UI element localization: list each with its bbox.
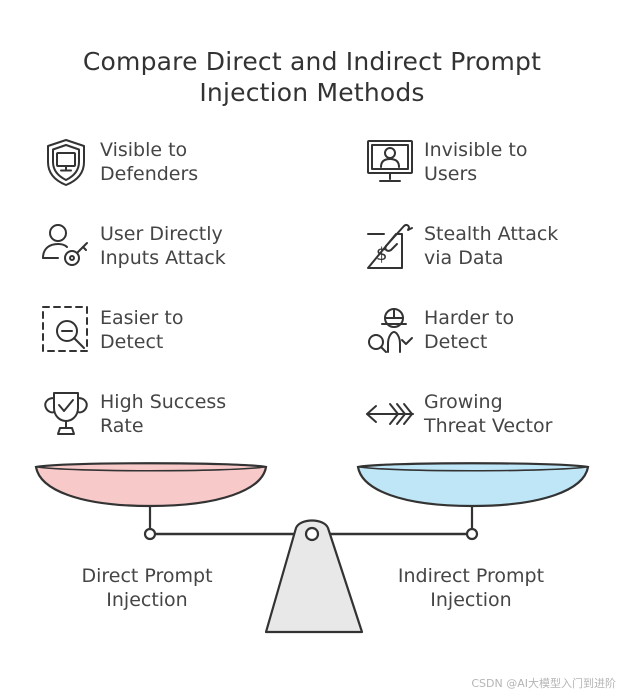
item-label-line: Defenders	[100, 163, 199, 185]
right-pan	[356, 462, 590, 508]
scale-stand	[264, 519, 364, 634]
item-label-line: Rate	[100, 415, 144, 437]
item-label-line: High Success	[100, 391, 227, 413]
pan-label-line: Injection	[106, 589, 188, 611]
detective-search-icon	[368, 308, 413, 353]
item-label-line: Inputs Attack	[100, 247, 226, 269]
item-label-line: Detect	[424, 331, 488, 353]
item-label-line: Invisible to	[424, 139, 528, 161]
pan-label-line: Direct Prompt	[81, 565, 213, 587]
item-label-line: Detect	[100, 331, 164, 353]
user-key-icon	[42, 224, 88, 266]
arrow-icon	[366, 403, 414, 425]
title-line-2: Injection Methods	[199, 78, 425, 107]
item-label-line: User Directly	[100, 223, 223, 245]
trophy-check-icon	[44, 392, 88, 435]
hand-dollar-icon: $	[367, 223, 413, 269]
pan-label-line: Indirect Prompt	[397, 565, 545, 587]
pan-label-line: Injection	[430, 589, 512, 611]
item-label-line: Growing	[424, 391, 503, 413]
left-pan	[34, 462, 268, 508]
item-label-line: Threat Vector	[424, 415, 553, 437]
item-label-line: via Data	[424, 247, 504, 269]
item-label-line: Easier to	[100, 307, 184, 329]
page-title: Compare Direct and Indirect Prompt Injec…	[40, 46, 584, 108]
monitor-user-icon	[367, 140, 413, 182]
item-label-line: Users	[424, 163, 478, 185]
item-label-line: Stealth Attack	[424, 223, 559, 245]
magnifier-frame-icon	[42, 306, 88, 352]
watermark-footer: CSDN @AI大模型入门到进阶	[471, 677, 616, 690]
title-line-1: Compare Direct and Indirect Prompt	[82, 47, 542, 76]
shield-monitor-icon	[47, 139, 85, 186]
item-label-line: Visible to	[100, 139, 188, 161]
svg-text:$: $	[376, 244, 387, 265]
item-label-line: Harder to	[424, 307, 515, 329]
